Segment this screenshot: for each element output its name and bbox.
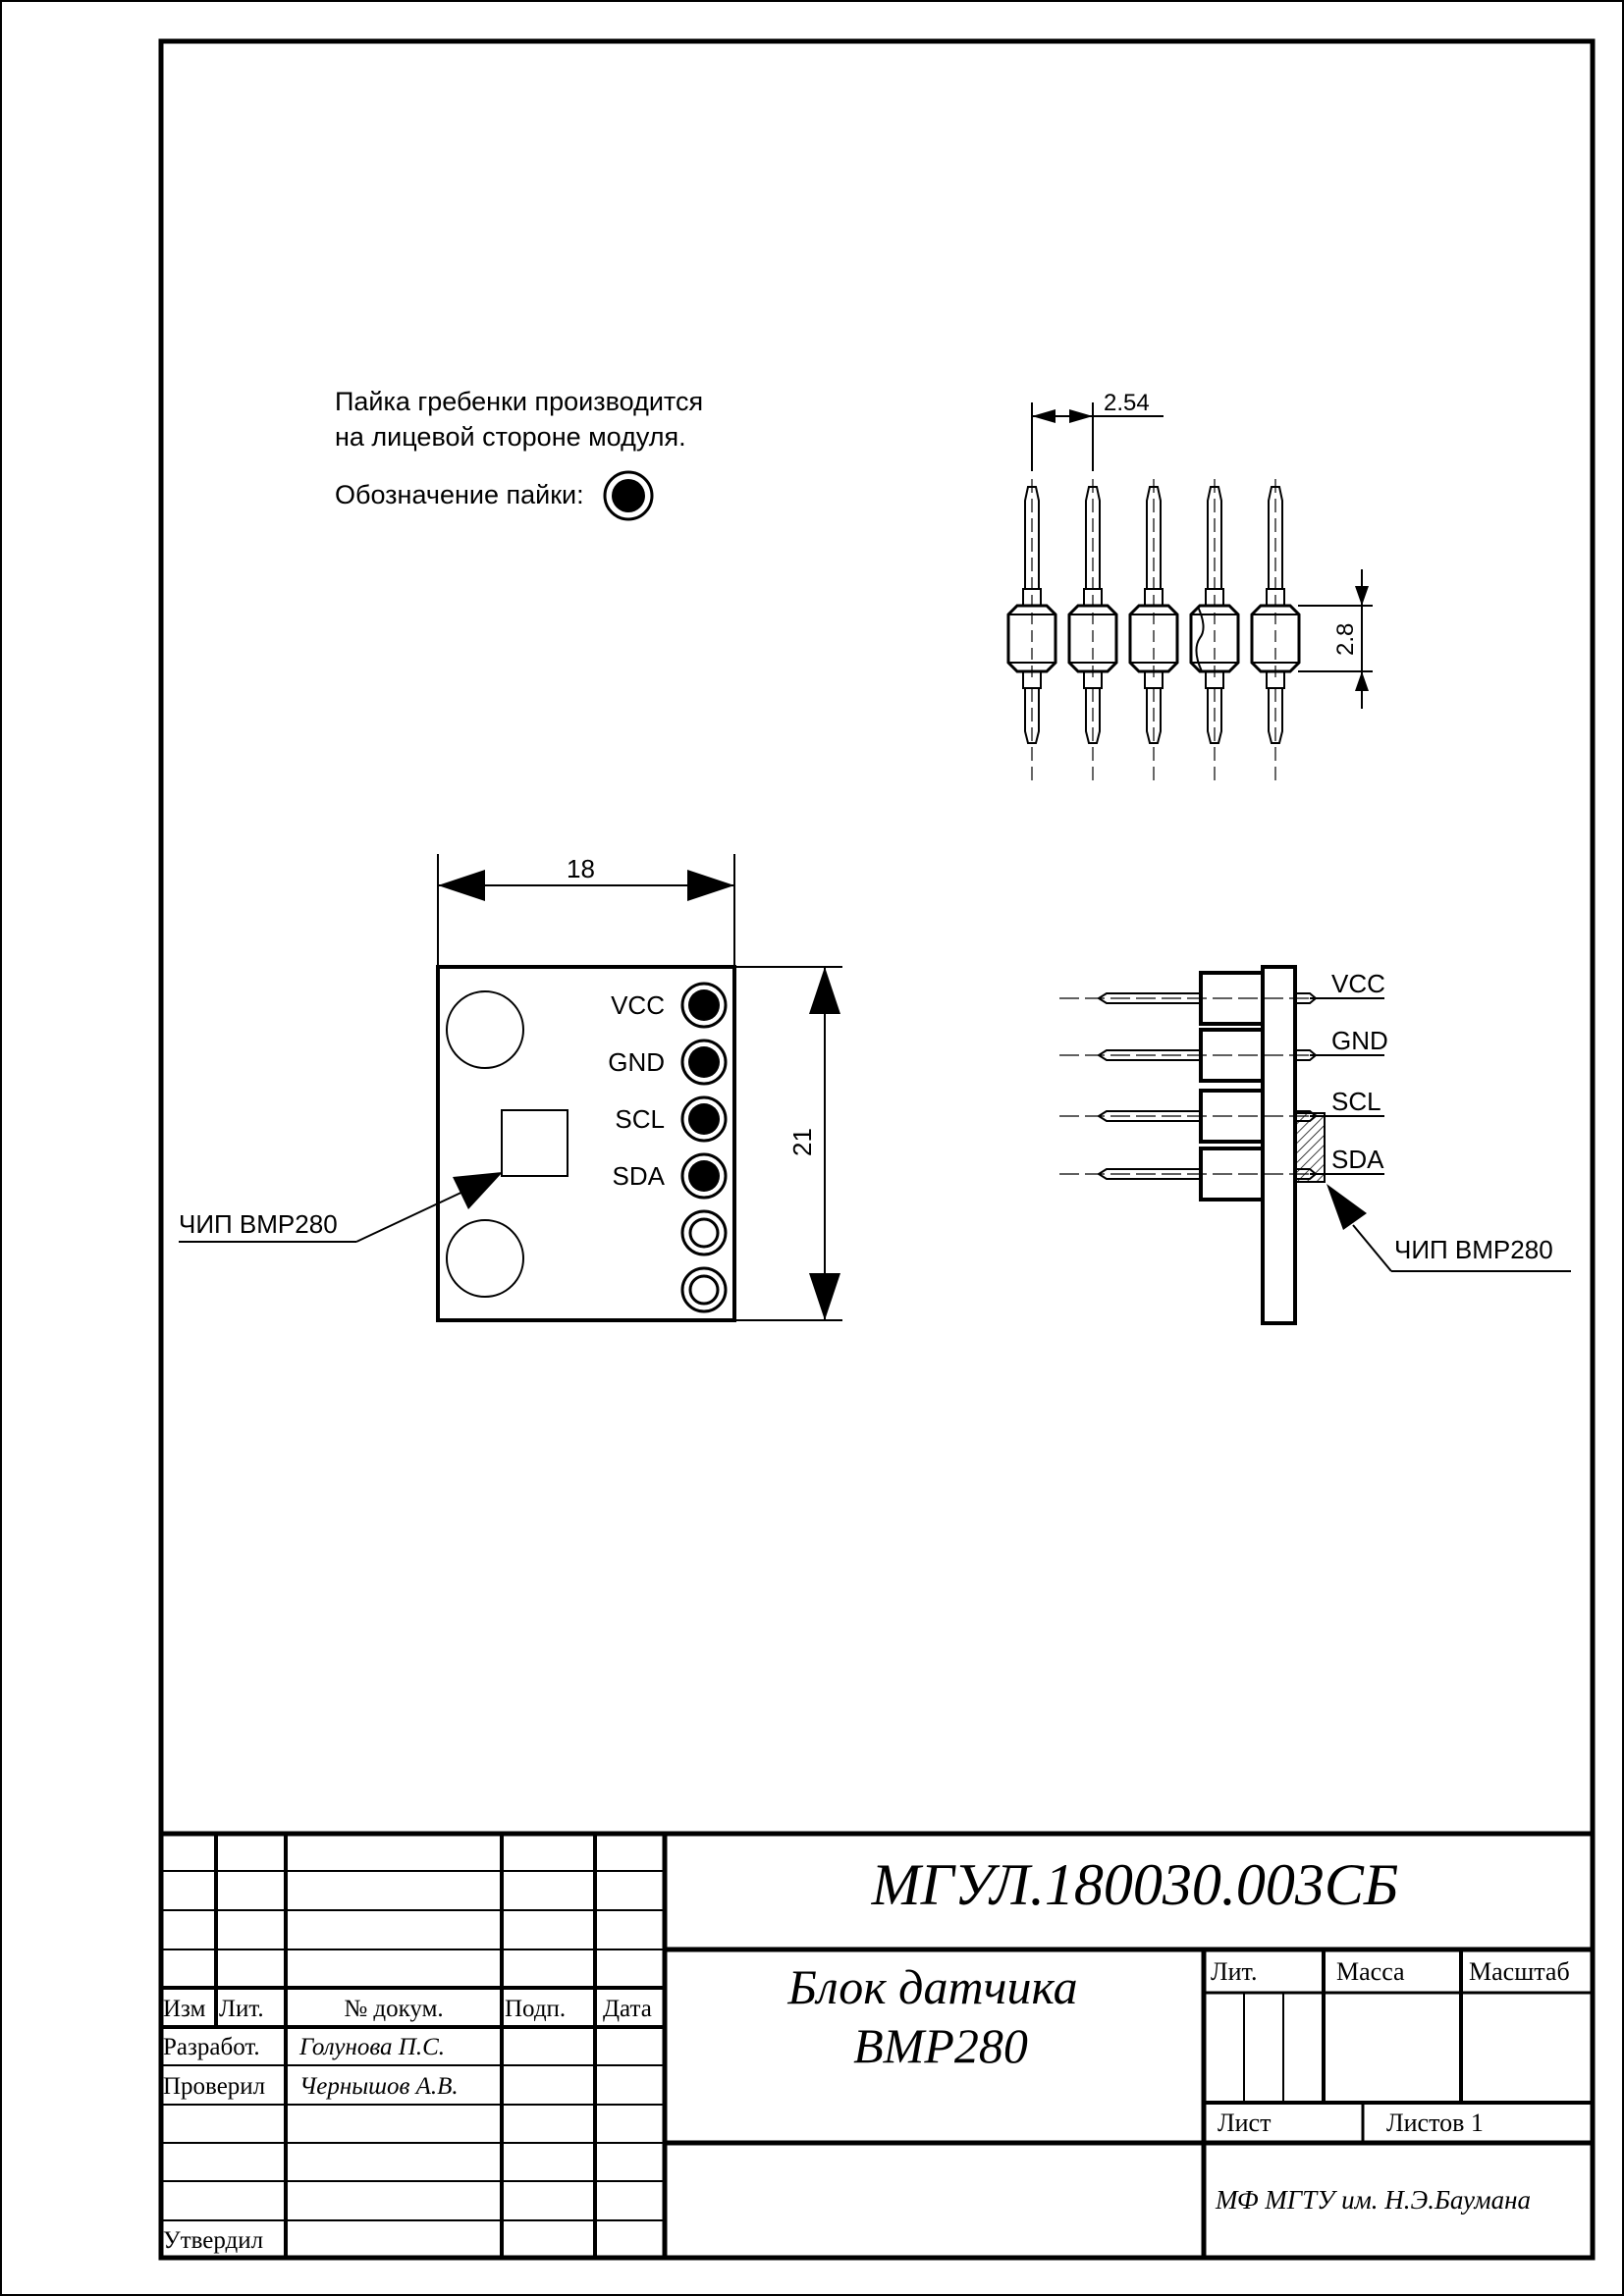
pin-pad: GND <box>608 1039 728 1086</box>
width-dimension: 18 <box>437 854 735 970</box>
row-approver: Утвердил <box>163 2227 263 2254</box>
pcb-side-profile <box>1261 965 1297 1325</box>
height-dimension-value: 21 <box>787 1128 817 1156</box>
pitch-dimension: 2.54 <box>1031 390 1164 471</box>
pin-pad: VCC <box>611 982 728 1029</box>
notes: Пайка гребенки производится на лицевой с… <box>335 387 703 521</box>
sheets-count-label: Листов 1 <box>1386 2109 1484 2137</box>
lit-label: Лит. <box>1211 1957 1257 1986</box>
chip-label-top: ЧИП BMP280 <box>179 1209 338 1239</box>
title-block: МГУЛ.180030.003СБ Блок датчика BMP280 Из… <box>161 1831 1593 2258</box>
note-line-1: Пайка гребенки производится <box>335 387 703 416</box>
document-code: МГУЛ.180030.003СБ <box>871 1852 1399 1917</box>
bmp280-chip-side <box>1294 1112 1326 1183</box>
product-name-line-1: Блок датчика <box>786 1959 1077 2014</box>
side-pin-label: GND <box>1331 1026 1388 1055</box>
note-line-2: на лицевой стороне модуля. <box>335 422 686 452</box>
bmp280-chip <box>501 1109 568 1177</box>
chip-leader-side: ЧИП BMP280 <box>1326 1184 1571 1272</box>
col-header-list: Лит. <box>219 1996 264 2022</box>
chip-leader-top: ЧИП BMP280 <box>179 1172 503 1243</box>
pitch-dimension-value: 2.54 <box>1104 390 1150 416</box>
side-pin: SCL <box>1059 1087 1384 1144</box>
module-top-view: 18 21 VCC GND SCL SDA ЧИП BMP280 <box>179 854 842 1322</box>
chip-label-side: ЧИП BMP280 <box>1394 1235 1553 1264</box>
side-pin-label: SDA <box>1331 1145 1384 1174</box>
pin-label: SCL <box>615 1104 665 1134</box>
top-view-pads: VCC GND SCL SDA <box>608 982 728 1313</box>
col-header-doc: № докум. <box>344 1996 443 2022</box>
col-header-izm: Изм <box>163 1996 206 2022</box>
pcb-board <box>436 965 736 1322</box>
side-pin: SDA <box>1059 1145 1384 1201</box>
width-dimension-value: 18 <box>567 854 595 883</box>
body-height-dimension: 2.8 <box>1298 569 1373 709</box>
pin-pad <box>680 1266 728 1313</box>
pin-label: VCC <box>611 990 665 1020</box>
mass-label: Масса <box>1336 1957 1405 1986</box>
pin-pad <box>680 1209 728 1256</box>
header-pin <box>1006 479 1057 782</box>
product-name-line-2: BMP280 <box>853 2018 1028 2073</box>
header-pin <box>1250 479 1301 782</box>
side-pin-label: SCL <box>1331 1087 1381 1116</box>
scale-label: Масштаб <box>1469 1957 1570 1986</box>
side-view-pins: VCC GND SCL SDA <box>1059 969 1388 1201</box>
solder-legend-label: Обозначение пайки: <box>335 480 584 509</box>
sheet-label: Лист <box>1218 2109 1271 2137</box>
col-header-date: Дата <box>603 1996 652 2022</box>
pin-header-view: 2.54 2.8 <box>1006 390 1373 782</box>
checker-name: Чернышов А.В. <box>299 2073 459 2100</box>
pin-label: GND <box>608 1047 665 1077</box>
module-side-view: VCC GND SCL SDA ЧИП BMP280 <box>1059 965 1571 1325</box>
mounting-hole-bottom <box>446 1219 524 1298</box>
solder-mark-icon <box>603 470 654 521</box>
header-pin <box>1067 479 1118 782</box>
side-pin: GND <box>1059 1026 1388 1083</box>
height-dimension: 21 <box>734 966 842 1321</box>
row-checker: Проверил <box>163 2073 265 2100</box>
header-pin <box>1189 479 1240 782</box>
header-pin <box>1128 479 1179 782</box>
pin-pad: SDA <box>613 1152 728 1200</box>
developer-name: Голунова П.С. <box>298 2034 445 2060</box>
mounting-hole-top <box>446 990 524 1069</box>
col-header-sign: Подп. <box>505 1996 566 2022</box>
body-height-dimension-value: 2.8 <box>1332 623 1359 656</box>
organization-name: МФ МГТУ им. Н.Э.Баумана <box>1215 2185 1531 2215</box>
row-developer: Разработ. <box>163 2034 260 2060</box>
drawing-frame <box>158 38 1596 2261</box>
pin-label: SDA <box>613 1161 666 1191</box>
pin-pad: SCL <box>615 1095 728 1143</box>
side-pin-label: VCC <box>1331 969 1385 998</box>
side-pin: VCC <box>1059 969 1385 1026</box>
header-pins <box>1006 479 1301 782</box>
